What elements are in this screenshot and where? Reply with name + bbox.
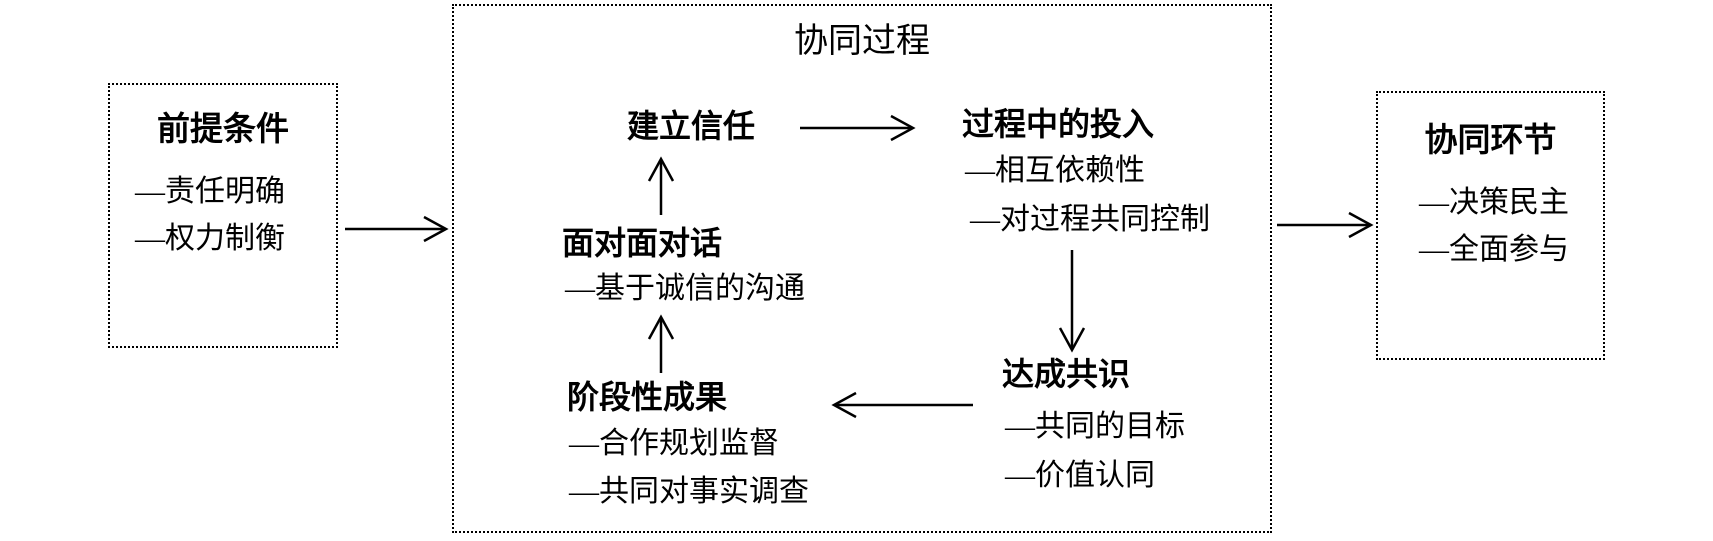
consensus-item: —共同的目标 bbox=[1005, 410, 1185, 443]
interim-outcomes-item: —合作规划监督 bbox=[569, 427, 779, 460]
collaborative-links-title: 协同环节 bbox=[1424, 123, 1557, 159]
node-consensus-title: 达成共识 bbox=[1002, 356, 1131, 392]
collaborative-process-title: 协同过程 bbox=[794, 23, 930, 60]
node-face-to-face-dialogue-title: 面对面对话 bbox=[562, 225, 723, 261]
process-commitment-item: —相互依赖性 bbox=[965, 154, 1145, 187]
arrow-process-to-links bbox=[1277, 211, 1374, 239]
node-interim-outcomes-title: 阶段性成果 bbox=[567, 379, 728, 415]
node-build-trust-title: 建立信任 bbox=[627, 108, 756, 144]
node-process-commitment-title: 过程中的投入 bbox=[962, 106, 1155, 142]
interim-outcomes-item: —共同对事实调查 bbox=[569, 475, 809, 508]
premise-item: —责任明确 bbox=[135, 175, 285, 208]
collaborative-links-box: 协同环节 —决策民主 —全面参与 bbox=[1376, 91, 1605, 360]
arrow-premise-to-process bbox=[345, 215, 449, 243]
links-item: —决策民主 bbox=[1419, 186, 1569, 219]
collaborative-process-box: 协同过程 建立信任 过程中的投入 —相互依赖性 —对过程共同控制 达成共识 —共… bbox=[452, 4, 1272, 533]
process-commitment-item: —对过程共同控制 bbox=[970, 203, 1210, 236]
links-item: —全面参与 bbox=[1419, 233, 1569, 266]
premise-conditions-title: 前提条件 bbox=[157, 112, 289, 148]
consensus-item: —价值认同 bbox=[1005, 459, 1155, 492]
premise-conditions-box: 前提条件 —责任明确 —权力制衡 bbox=[108, 83, 338, 348]
face-to-face-dialogue-item: —基于诚信的沟通 bbox=[565, 272, 805, 305]
premise-item: —权力制衡 bbox=[135, 222, 285, 255]
